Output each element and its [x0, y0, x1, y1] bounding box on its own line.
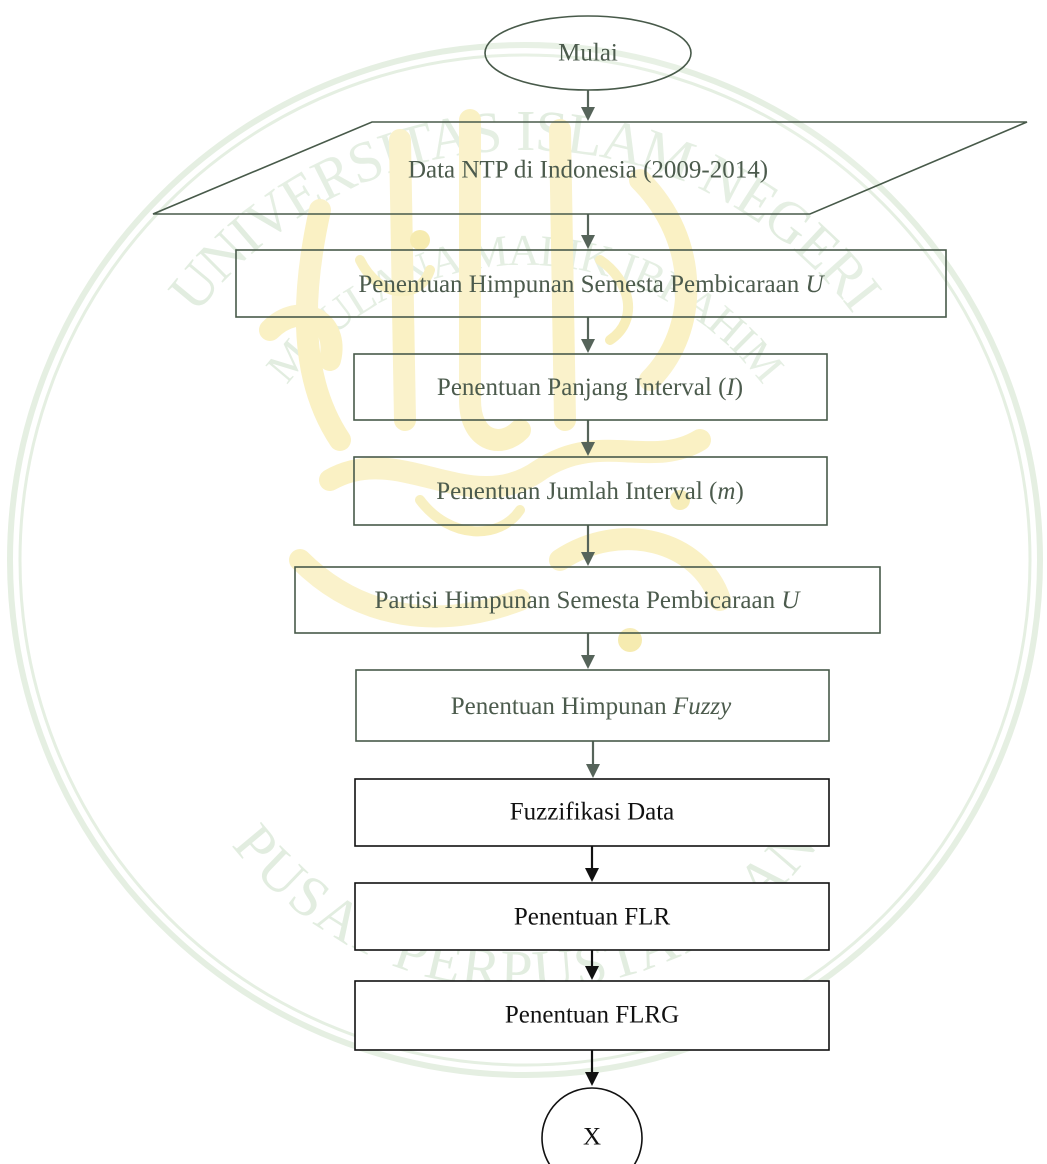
- arrowhead-icon: [586, 764, 600, 778]
- offpage-connector-label: X: [583, 1124, 601, 1151]
- interval-count-label: Penentuan Jumlah Interval (m): [436, 478, 744, 505]
- universe-determination-label: Penentuan Himpunan Semesta Pembicaraan U: [358, 271, 825, 298]
- arrowhead-icon: [581, 655, 595, 669]
- interval-count-node: Penentuan Jumlah Interval (m): [353, 456, 828, 526]
- interval-length-label: Penentuan Panjang Interval (I): [437, 374, 743, 401]
- universe-determination-node: Penentuan Himpunan Semesta Pembicaraan U: [235, 249, 947, 318]
- fuzzy-sets-node: Penentuan Himpunan Fuzzy: [355, 669, 830, 742]
- input-data-node: Data NTP di Indonesia (2009-2014): [152, 121, 1028, 215]
- flrg-node: Penentuan FLRG: [354, 980, 830, 1051]
- arrowhead-icon: [581, 107, 595, 121]
- flr-node: Penentuan FLR: [354, 882, 830, 951]
- fuzzification-node: Fuzzifikasi Data: [354, 778, 830, 847]
- offpage-connector-node: X: [541, 1087, 643, 1164]
- arrowhead-icon: [585, 966, 599, 980]
- flow-connectors: [581, 90, 600, 1086]
- arrowhead-icon: [585, 1072, 599, 1086]
- fuzzy-sets-label: Penentuan Himpunan Fuzzy: [451, 693, 732, 720]
- fuzzification-label: Fuzzifikasi Data: [510, 799, 675, 826]
- seal-outer-ring: [7, 42, 1043, 1078]
- interval-length-node: Penentuan Panjang Interval (I): [353, 353, 828, 421]
- start-label: Mulai: [558, 40, 618, 67]
- start-node: Mulai: [484, 15, 692, 91]
- partition-label: Partisi Himpunan Semesta Pembicaraan U: [375, 587, 802, 614]
- arrowhead-icon: [581, 339, 595, 353]
- flr-label: Penentuan FLR: [514, 904, 671, 931]
- input-data-label: Data NTP di Indonesia (2009-2014): [408, 157, 768, 184]
- arrowhead-icon: [585, 868, 599, 882]
- seal-inner-ring: [18, 53, 1032, 1067]
- seal-calligraphy: [259, 109, 731, 652]
- flrg-label: Penentuan FLRG: [505, 1002, 679, 1029]
- arrowhead-icon: [581, 235, 595, 249]
- partition-node: Partisi Himpunan Semesta Pembicaraan U: [294, 566, 881, 634]
- arrowhead-icon: [581, 442, 595, 456]
- arrowhead-icon: [581, 552, 595, 566]
